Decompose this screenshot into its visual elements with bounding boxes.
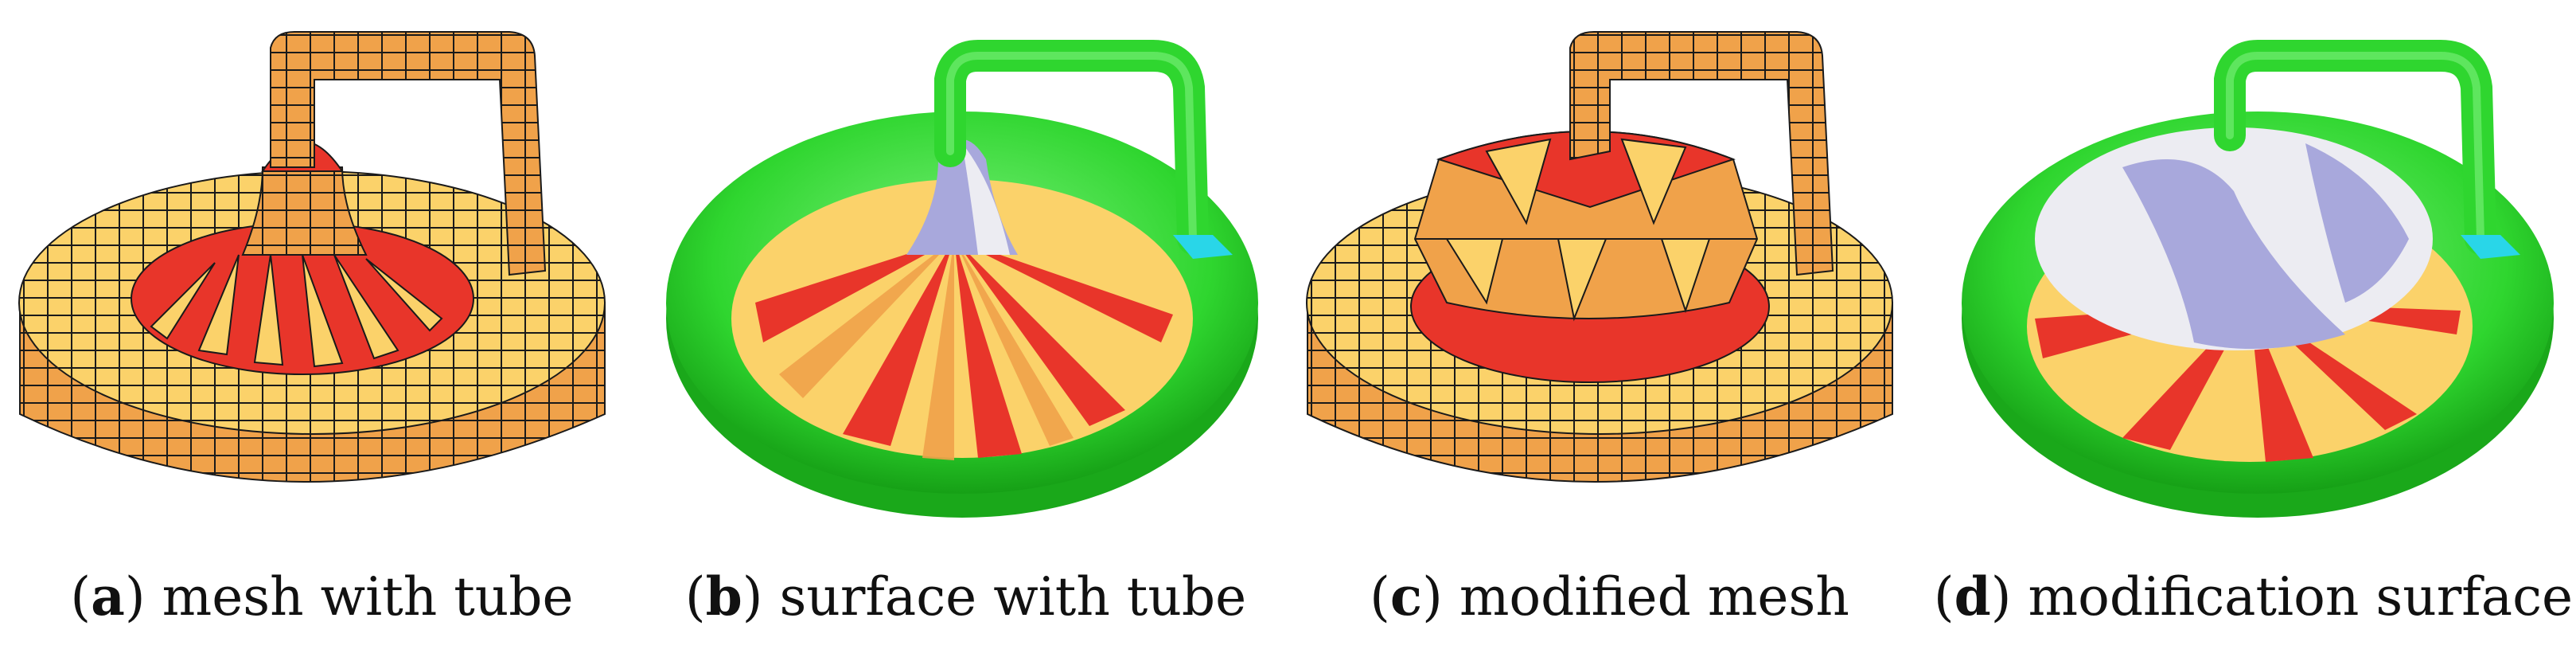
caption-a: (a) mesh with tube	[70, 565, 574, 628]
modification-surface-figure	[1962, 40, 2554, 518]
label-a: a	[91, 565, 125, 628]
panel-d: (d) modification surface	[1931, 0, 2575, 661]
label-c: c	[1389, 565, 1423, 628]
label-d: d	[1954, 565, 1991, 628]
caption-d: (d) modification surface	[1933, 565, 2574, 628]
panel-a: (a) mesh with tube	[0, 0, 644, 661]
caption-b: (b) surface with tube	[684, 565, 1247, 628]
modified-mesh-figure	[1306, 31, 1893, 483]
caption-text-b: surface with tube	[779, 566, 1247, 628]
caption-c: (c) modified mesh	[1370, 565, 1849, 628]
caption-text-a: mesh with tube	[162, 566, 574, 628]
caption-text-c: modified mesh	[1459, 566, 1849, 628]
caption-text-d: modification surface	[2028, 566, 2574, 628]
panel-b: (b) surface with tube	[644, 0, 1288, 661]
label-b: b	[705, 565, 742, 628]
surface-with-tube-figure	[666, 40, 1258, 518]
mesh-with-tube-figure	[18, 31, 606, 483]
panel-c: (c) modified mesh	[1288, 0, 1931, 661]
